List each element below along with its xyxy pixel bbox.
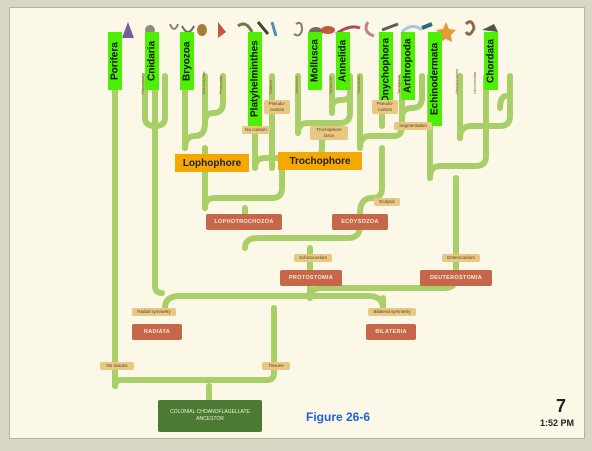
label-platyhelminthes: Platyhelminthes (248, 32, 262, 126)
clade-ecdysozoa: ECDYSOZOA (332, 214, 388, 230)
trait-pseudo-coelom: Pseudo-coelom (264, 100, 290, 114)
label-mollusca: Mollusca (308, 32, 322, 90)
trait-schizocoelom: Schizocoelom (294, 254, 332, 262)
trait-no-coelom: No coelom (242, 126, 270, 134)
label-cnidaria: Cnidaria (145, 32, 159, 90)
label-hemichordata: Hemichordata (454, 69, 459, 94)
clade-bilateria: BILATERIA (366, 324, 416, 340)
label-echinodermata: Echinodermata (428, 32, 442, 126)
clade-protostomia: PROTOSTOMIA (280, 270, 342, 286)
trait-enterocoelom: Enterocoelom (442, 254, 480, 262)
trait-radial-symmetry: Radial symmetry (132, 308, 176, 316)
label-sipuncula: Sipuncula (328, 76, 333, 94)
trait-no-tissues: No tissues (100, 362, 134, 370)
figure-caption: Figure 26-6 (306, 410, 371, 424)
label-urochordata: Urochordata (472, 71, 477, 94)
trait-bilateral-symmetry: Bilateral symmetry (368, 308, 416, 316)
label-bryozoa: Bryozoa (180, 32, 194, 90)
trait-segmentation: Segmentation (394, 122, 432, 130)
label-porifera: Porifera (108, 32, 122, 90)
time-stamp: 1:52 PM (540, 418, 575, 428)
label-nemertea: Nemertea (294, 76, 299, 94)
root-ancestor: COLONIAL CHOANOFLAGELLATE ANCESTOR (158, 400, 262, 432)
clade-radiata: RADIATA (132, 324, 182, 340)
label-arthropoda: Arthropoda (401, 32, 415, 100)
label-onychophora: Onychophora (379, 32, 393, 108)
label-rotifera: Rotifera (268, 79, 273, 94)
trait-pseudo-coelom-2: Pseudo-coelom (372, 100, 398, 114)
trait-tissues: Tissues (262, 362, 290, 370)
label-annelida: Annelida (336, 32, 350, 90)
label-chordata: Chordata (484, 32, 498, 90)
trait-lophophore: Lophophore (175, 154, 249, 172)
trait-trochophore-larva: Trochophore larva (310, 126, 348, 140)
trait-trochophore: Trochophore (278, 152, 362, 170)
label-brachiopoda: Brachiopoda (201, 71, 206, 94)
slide: Ctenophora Brachiopoda Phoronida Rotifer… (9, 7, 585, 439)
label-nematoda: Nematoda (356, 75, 361, 94)
label-phoronida: Phoronida (218, 75, 223, 94)
trait-ecdysis: Ecdysis (374, 198, 400, 206)
page-number: 7 (556, 396, 567, 416)
clade-deuterostomia: DEUTEROSTOMIA (420, 270, 492, 286)
clade-lophotrochozoa: LOPHOTROCHOZOA (206, 214, 282, 230)
